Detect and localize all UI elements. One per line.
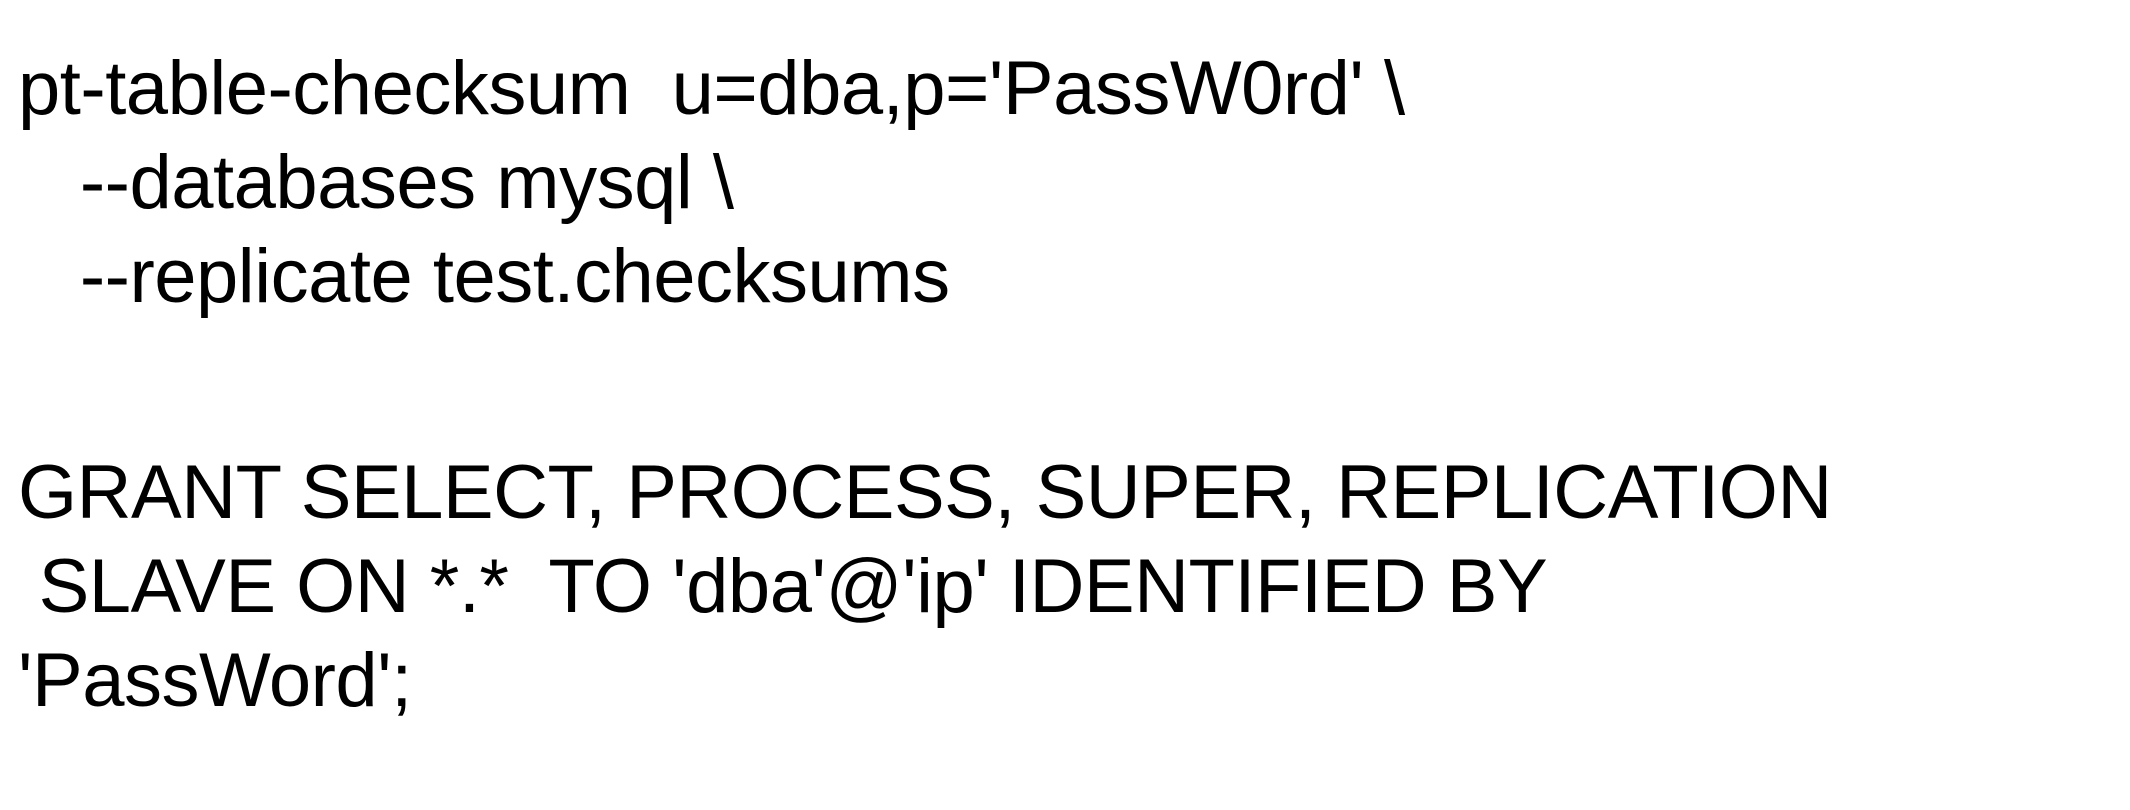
sql-line-1: GRANT SELECT, PROCESS, SUPER, REPLICATIO… (18, 450, 1832, 535)
pt-table-checksum-command: pt-table-checksum u=dba,p='PassW0rd' \ -… (18, 42, 1405, 324)
grant-sql-statement: GRANT SELECT, PROCESS, SUPER, REPLICATIO… (18, 446, 1832, 728)
sql-line-2: SLAVE ON *.* TO 'dba'@'ip' IDENTIFIED BY (18, 544, 1548, 629)
command-line-1: pt-table-checksum u=dba,p='PassW0rd' \ (18, 46, 1405, 131)
command-line-2: --databases mysql \ (18, 140, 734, 225)
command-line-3: --replicate test.checksums (18, 234, 950, 319)
sql-line-3: 'PassWord'; (18, 638, 412, 723)
